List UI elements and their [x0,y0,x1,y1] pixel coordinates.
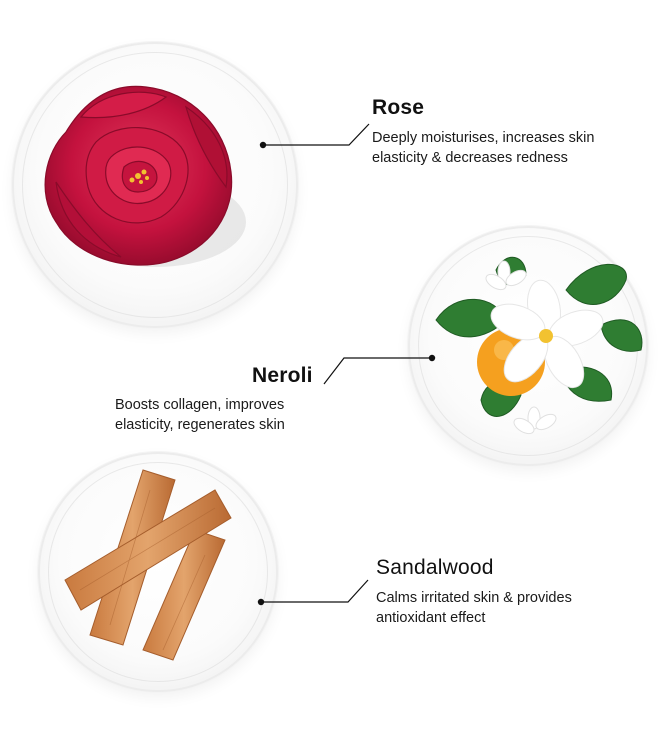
sandalwood-description-line: Calms irritated skin & provides [376,590,572,606]
neroli-description: Boosts collagen, improves elasticity, re… [115,395,285,435]
rose-flower-icon [44,85,246,267]
neroli-blossom-icon [435,257,643,435]
sandalwood-description-line: antioxidant effect [376,610,486,626]
neroli-description-line: elasticity, regenerates skin [115,417,285,433]
sandalwood-title: Sandalwood [376,556,494,579]
rose-description-line: elasticity & decreases redness [372,150,568,166]
rose-description: Deeply moisturises, increases skin elast… [372,128,594,168]
neroli-description-line: Boosts collagen, improves [115,397,285,413]
sandalwood-description: Calms irritated skin & provides antioxid… [376,588,572,628]
rose-description-line: Deeply moisturises, increases skin [372,130,595,146]
sandalwood-sticks-icon [64,469,232,661]
neroli-title: Neroli [252,364,313,387]
rose-title: Rose [372,96,425,119]
